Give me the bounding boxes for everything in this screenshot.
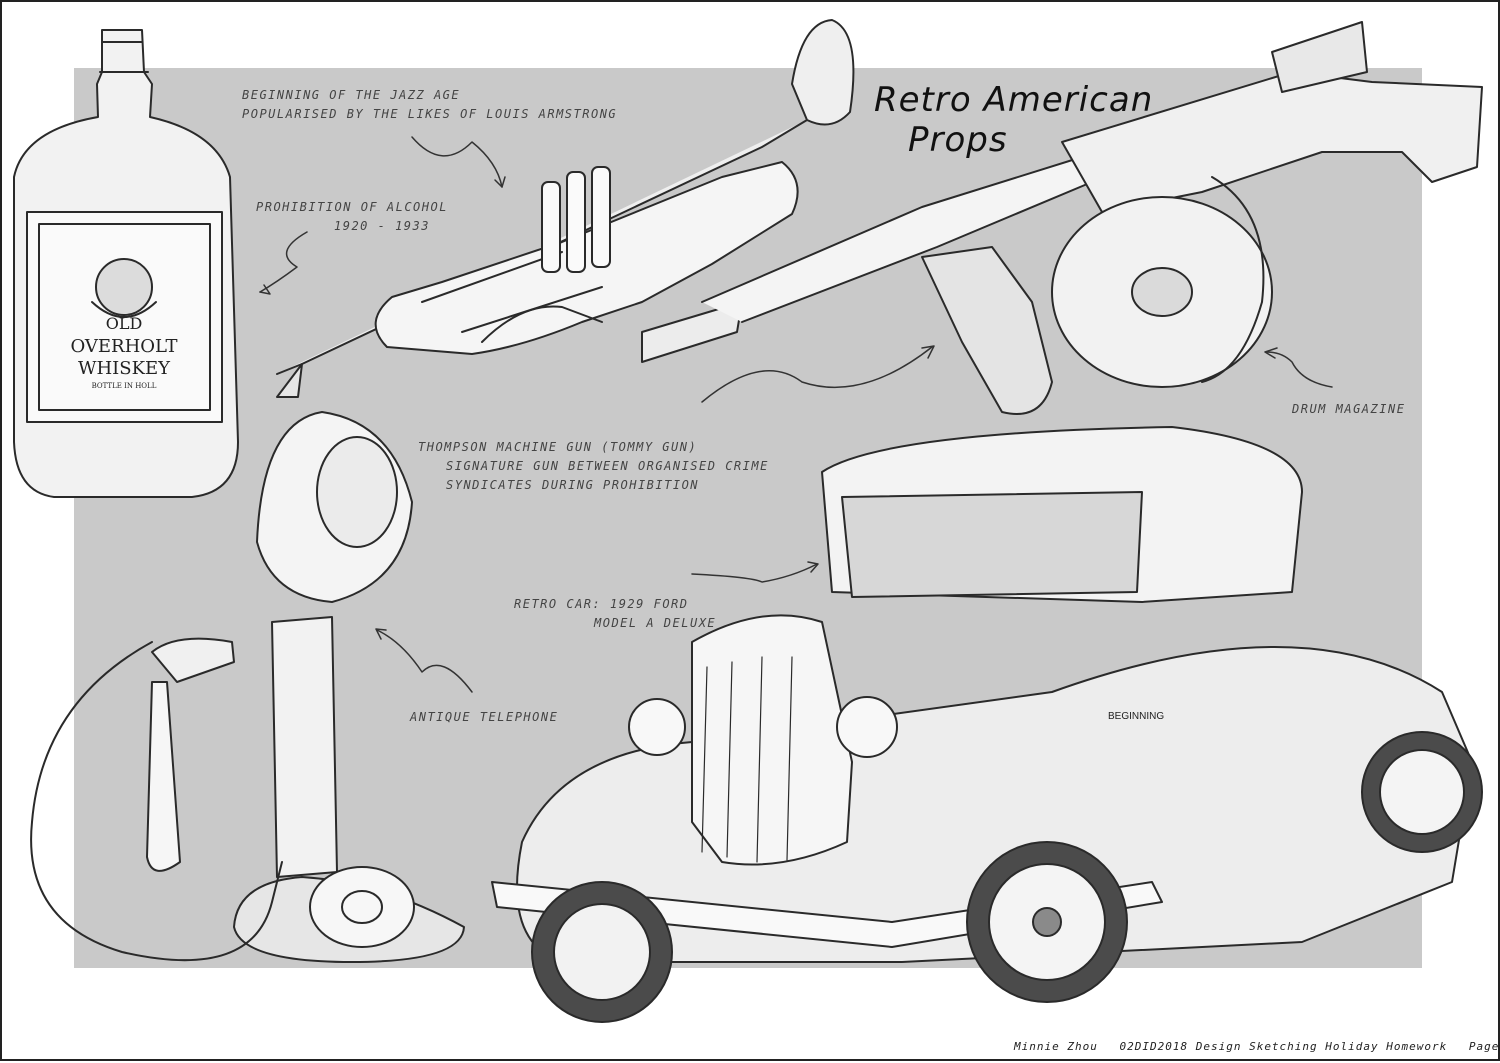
candlestick-phone-sketch: [30, 411, 465, 963]
whiskey-label-overholt: OVERHOLT: [70, 336, 177, 357]
title-line-1: Retro American: [874, 80, 1154, 120]
car-tag-label: BEGINNING: [1108, 711, 1165, 722]
tommy-gun-sketch: [641, 21, 1483, 415]
footer: Minnie Zhou 02DID2018 Design Sketching H…: [1014, 1038, 1498, 1054]
telephone-note: Antique Telephone: [410, 710, 559, 724]
footer-page: Page5of5: [1469, 1040, 1500, 1053]
prohibition-note-line-1: Prohibition of Alcohol: [256, 200, 448, 214]
jazz-note-line-2: popularised by the likes of Louis Armstr…: [242, 107, 618, 121]
tommy-gun-note-line-3: syndicates during prohibition: [446, 478, 700, 492]
whiskey-label-whiskey: WHISKEY: [78, 358, 171, 379]
whiskey-label-old: OLD: [106, 314, 143, 333]
title-line-2: Props: [908, 120, 1008, 160]
car-note-line-2: Model A Deluxe: [594, 616, 717, 630]
prohibition-note-line-2: 1920 - 1933: [334, 219, 430, 233]
model-a-car-sketch: [491, 426, 1483, 1023]
page-title: Retro American Props: [874, 80, 1153, 160]
tommy-gun-note: Thompson Machine Gun (Tommy Gun) Signatu…: [418, 438, 769, 495]
jazz-note: Beginning of the Jazz Age popularised by…: [242, 86, 617, 124]
whiskey-label-bottle: BOTTLE IN HOLL: [92, 382, 157, 390]
tommy-gun-note-line-2: Signature gun between organised crime: [446, 459, 769, 473]
footer-course: 02DID2018 Design Sketching Holiday Homew…: [1119, 1040, 1448, 1053]
prohibition-note: Prohibition of Alcohol 1920 - 1933: [256, 198, 448, 236]
jazz-note-line-1: Beginning of the Jazz Age: [242, 88, 461, 102]
footer-author: Minnie Zhou: [1014, 1040, 1098, 1053]
tommy-gun-note-line-1: Thompson Machine Gun (Tommy Gun): [418, 440, 698, 454]
car-note: Retro car: 1929 Ford Model A Deluxe: [514, 595, 716, 633]
footer-page-prefix: Page: [1468, 1040, 1500, 1053]
whiskey-bottle-sketch: [13, 29, 239, 498]
trumpet-sketch: [276, 19, 855, 398]
drum-magazine-note: Drum Magazine: [1292, 402, 1406, 416]
annotation-arrows: [259, 136, 1333, 693]
car-note-line-1: Retro car: 1929 Ford: [514, 597, 689, 611]
